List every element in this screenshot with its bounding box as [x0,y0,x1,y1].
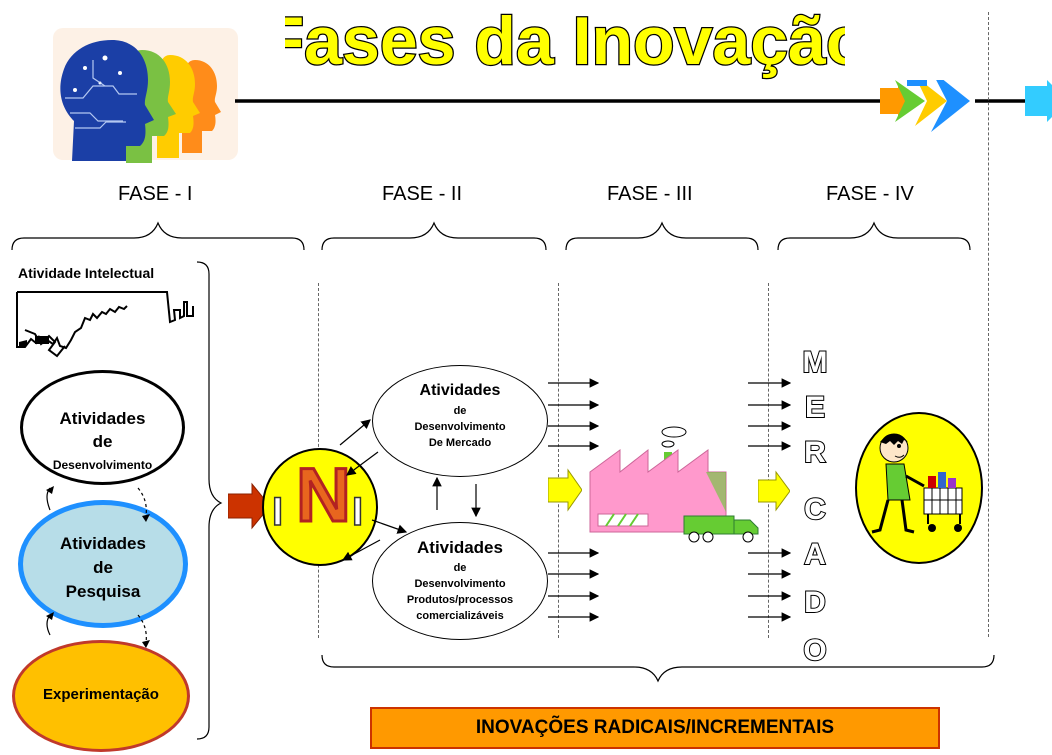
research-activities-line2: de [93,558,113,577]
phase-2-label: FASE - II [382,183,463,205]
market-dev-line4: De Mercado [428,437,492,449]
product-dev-line1: Atividades [417,538,503,557]
mercado-letter-a: A [803,537,827,570]
svg-text:R: R [804,436,826,468]
product-dev-line4: Produtos/processos [406,594,514,606]
dev-activities-line1: Atividades [59,409,146,428]
product-dev-ellipse [372,522,548,640]
svg-text:C: C [804,493,826,525]
research-activities-line3: Pesquisa [65,582,141,601]
svg-text:A: A [804,538,826,570]
product-dev-line2: de [453,562,467,574]
yellow-arrow-icon-right [758,470,790,512]
mercado-letter-e: E [804,390,826,423]
cycle-arrows [46,486,150,648]
research-activities-line1: Atividades [60,534,146,553]
development-activities-ellipse [20,370,185,485]
divider-phase4 [768,283,769,638]
innovation-letter-i-left: I [271,489,284,535]
mercado-letter-m: M [802,345,829,378]
svg-text:E: E [805,391,825,423]
page-title-text: Fases da Inovação [285,3,845,79]
experimentation-ellipse [12,640,190,752]
divider-right [988,12,989,637]
product-dev-line5: comercializáveis [416,610,504,622]
market-dev-ellipse [372,365,548,477]
phase-4-label: FASE - IV [826,183,914,205]
intellectual-activity-label: Atividade Intelectual [18,265,155,281]
svg-text:D: D [804,586,826,618]
product-dev-line3: Desenvolvimento [414,578,506,590]
innovation-types-banner: INOVAÇÕES RADICAIS/INCREMENTAIS [370,707,940,749]
yellow-arrow-icon-left [548,468,582,512]
dev-activities-line2: de [92,432,113,451]
timeline [235,80,1052,132]
dev-activities-line3: Desenvolvimento [52,458,153,472]
phase-1-label: FASE - I [118,183,193,205]
heads-illustration [53,28,238,163]
svg-text:O: O [803,634,826,666]
page-title: Fases da Inovação [285,2,845,80]
mercado-letter-c: C [803,492,827,525]
market-dev-line1: Atividades [419,382,501,399]
market-dev-line2: de [453,405,467,417]
mercado-letter-r: R [803,435,827,468]
svg-text:M: M [803,346,828,378]
city-skyline-icon [16,291,194,358]
phase-3-label: FASE - III [607,183,693,205]
innovation-circle [262,448,378,566]
innovation-letter-i-right: I [351,489,364,535]
innovation-letter-n: N [295,452,353,540]
divider-phase3 [558,283,559,638]
research-activities-ellipse [18,500,188,628]
experimentation-label: Experimentação [43,686,159,703]
red-arrow-icon [228,482,270,530]
mercado-letter-d: D [803,585,827,618]
market-dev-line3: Desenvolvimento [414,421,506,433]
factory-icon [589,426,759,543]
shopper-with-cart-icon [871,433,963,534]
mercado-letter-o: O [802,633,827,666]
